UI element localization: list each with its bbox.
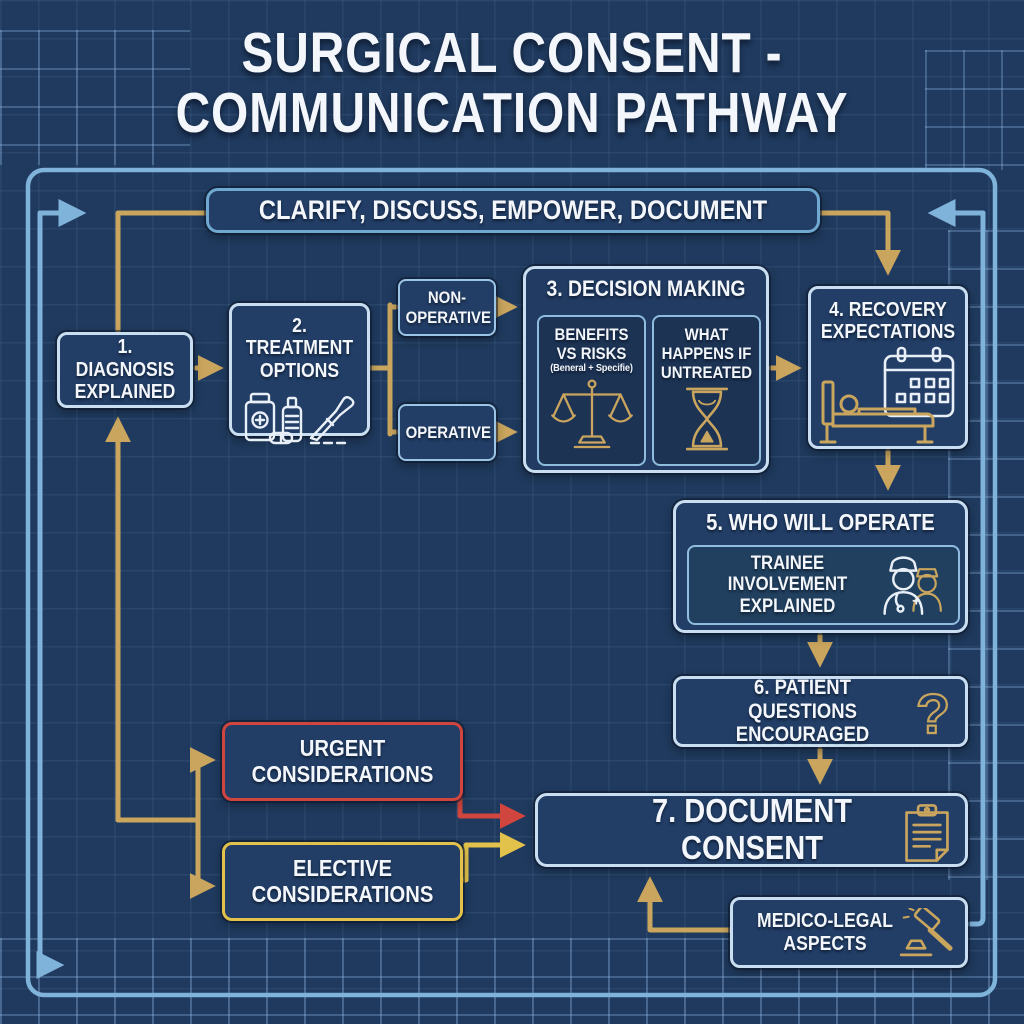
surgical-team-icon bbox=[876, 553, 948, 617]
medications-scalpel-icon bbox=[239, 387, 361, 445]
recovery-label: 4. RECOVERY EXPECTATIONS bbox=[820, 299, 956, 344]
gold-pathway-arrows bbox=[105, 210, 901, 933]
node-elective-considerations: ELECTIVE CONSIDERATIONS bbox=[222, 842, 463, 921]
node-what-if-untreated: WHAT HAPPENS IF UNTREATED bbox=[652, 315, 761, 466]
svg-text:?: ? bbox=[916, 687, 950, 743]
clipboard-icon bbox=[903, 803, 951, 863]
trainee-label: TRAINEE INVOLVEMENT EXPLAINED bbox=[727, 553, 848, 617]
scales-icon bbox=[550, 378, 634, 450]
questions-label: 6. PATIENT QUESTIONS ENCOURAGED bbox=[735, 676, 870, 747]
hourglass-icon bbox=[681, 386, 733, 452]
elective-label: ELECTIVE CONSIDERATIONS bbox=[251, 854, 434, 907]
question-mark-icon: ? bbox=[911, 687, 955, 743]
banner-label: CLARIFY, DISCUSS, EMPOWER, DOCUMENT bbox=[258, 195, 768, 226]
node-trainee-involvement: TRAINEE INVOLVEMENT EXPLAINED bbox=[687, 545, 960, 625]
blue-loop-arrows bbox=[36, 199, 986, 979]
medico-label: MEDICO-LEGAL ASPECTS bbox=[757, 910, 893, 955]
node-decision-making: 3. DECISION MAKING BENEFITS VS RISKS (Be… bbox=[523, 266, 769, 473]
node-who-will-operate: 5. WHO WILL OPERATE TRAINEE INVOLVEMENT … bbox=[673, 500, 968, 633]
decision-title: 3. DECISION MAKING bbox=[546, 276, 746, 301]
benefits-note: (Beneral + Specifie) bbox=[550, 362, 633, 375]
banner-clarify-discuss: CLARIFY, DISCUSS, EMPOWER, DOCUMENT bbox=[206, 188, 820, 233]
node-benefits-vs-risks: BENEFITS VS RISKS (Beneral + Specifie) bbox=[537, 315, 646, 466]
diagnosis-label: 1. DIAGNOSIS EXPLAINED bbox=[74, 336, 176, 404]
node-urgent-considerations: URGENT CONSIDERATIONS bbox=[222, 722, 463, 801]
urgent-label: URGENT CONSIDERATIONS bbox=[251, 734, 434, 787]
benefits-label: BENEFITS VS RISKS bbox=[554, 325, 629, 364]
who-title: 5. WHO WILL OPERATE bbox=[706, 509, 935, 535]
bed-calendar-icon bbox=[817, 346, 959, 446]
document-label: 7. DOCUMENT CONSENT bbox=[651, 792, 852, 866]
treatment-label: 2. TREATMENT OPTIONS bbox=[245, 315, 354, 382]
gavel-icon bbox=[897, 908, 955, 962]
page-title: SURGICAL CONSENT - COMMUNICATION PATHWAY bbox=[175, 21, 849, 145]
node-treatment-options: 2. TREATMENT OPTIONS bbox=[229, 303, 370, 445]
node-non-operative: NON- OPERATIVE bbox=[398, 279, 496, 336]
node-recovery-expectations: 4. RECOVERY EXPECTATIONS bbox=[808, 286, 968, 449]
operative-label: OPERATIVE bbox=[405, 422, 491, 442]
node-document-consent: 7. DOCUMENT CONSENT bbox=[535, 792, 968, 867]
node-patient-questions: 6. PATIENT QUESTIONS ENCOURAGED ? bbox=[673, 676, 968, 747]
node-medico-legal: MEDICO-LEGAL ASPECTS bbox=[730, 897, 968, 968]
outer-frame-border bbox=[25, 167, 998, 998]
node-diagnosis-explained: 1. DIAGNOSIS EXPLAINED bbox=[57, 332, 193, 408]
non-operative-label: NON- OPERATIVE bbox=[405, 288, 491, 327]
node-operative: OPERATIVE bbox=[398, 404, 496, 461]
untreated-label: WHAT HAPPENS IF UNTREATED bbox=[660, 325, 753, 383]
